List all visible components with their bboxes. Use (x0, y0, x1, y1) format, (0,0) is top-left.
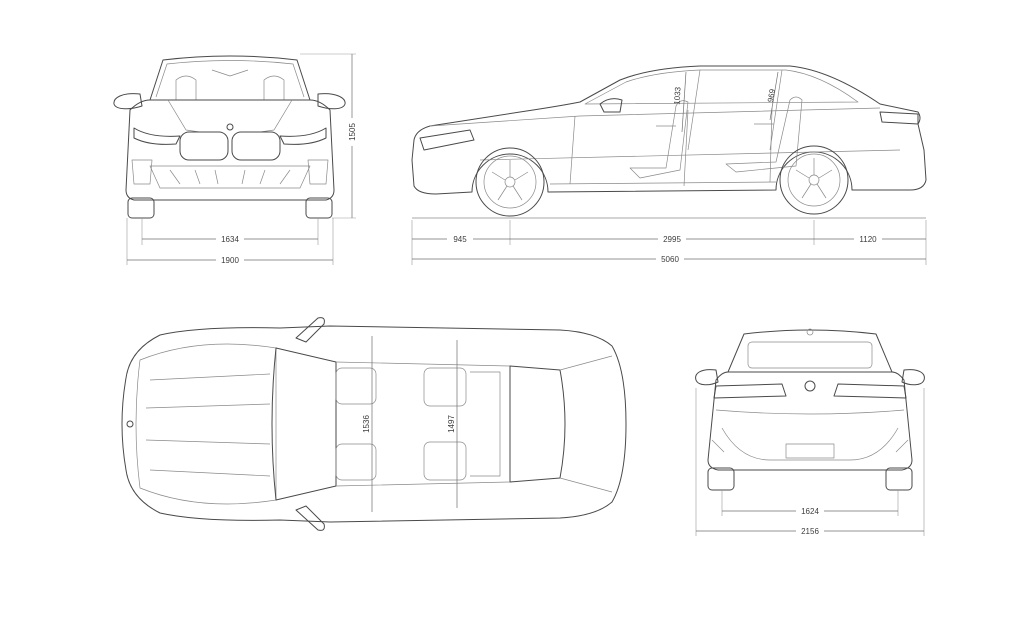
length-label: 5060 (661, 255, 679, 264)
top-right-mirror (295, 505, 325, 531)
rear-right-taillight (833, 383, 907, 399)
top-windshield (271, 347, 337, 501)
rear-left-mirror (695, 369, 719, 386)
rear-right-tyre (885, 467, 913, 491)
front-left-tyre (127, 197, 155, 219)
top-rear-window (509, 365, 566, 483)
side-mirror (599, 98, 623, 113)
kidney-grille-right (231, 131, 281, 161)
front-right-mirror (317, 93, 346, 110)
top-body (121, 325, 627, 523)
rear-wheel (779, 145, 849, 215)
rear-left-tyre (707, 467, 735, 491)
rear-view: 1624 2156 (695, 328, 925, 536)
front-track-label: 1634 (221, 235, 239, 244)
front-right-headlight (279, 127, 327, 145)
front-overhang-label: 945 (453, 235, 467, 244)
front-body (125, 99, 335, 201)
top-left-mirror (295, 317, 325, 343)
rear-window (747, 341, 873, 369)
rear-badge (804, 380, 816, 392)
rear-overhang-label: 1120 (859, 235, 877, 244)
front-right-tyre (305, 197, 333, 219)
side-taillight (879, 111, 919, 125)
wheelbase-label: 2995 (663, 235, 681, 244)
height-label: 1505 (348, 123, 357, 141)
rear-left-taillight (713, 383, 787, 399)
front-shoulder-label: 1536 (362, 415, 371, 433)
rear-headroom-label: 969 (766, 88, 777, 103)
front-view: 1634 1900 1505 (113, 53, 357, 265)
front-badge (226, 123, 234, 131)
front-wheel (475, 147, 545, 217)
rear-plate (785, 443, 835, 459)
rear-track-label: 1624 (801, 507, 819, 516)
front-windshield (149, 55, 311, 101)
rear-body (707, 371, 913, 471)
front-width-label: 1900 (221, 256, 239, 265)
kidney-grille-left (179, 131, 229, 161)
top-view: 1536 1497 (121, 317, 627, 531)
side-view: 1033 969 945 2995 1120 5060 (411, 65, 927, 265)
front-headroom-label: 1033 (672, 86, 682, 105)
rear-shoulder-label: 1497 (447, 415, 456, 433)
front-left-mirror (113, 93, 143, 110)
width-with-mirrors-label: 2156 (801, 527, 819, 536)
front-left-headlight (133, 127, 181, 145)
top-badge (126, 420, 134, 428)
rear-window-frame (727, 329, 893, 373)
rear-right-mirror (901, 369, 925, 386)
side-body (411, 65, 927, 195)
side-headlight (419, 129, 475, 151)
